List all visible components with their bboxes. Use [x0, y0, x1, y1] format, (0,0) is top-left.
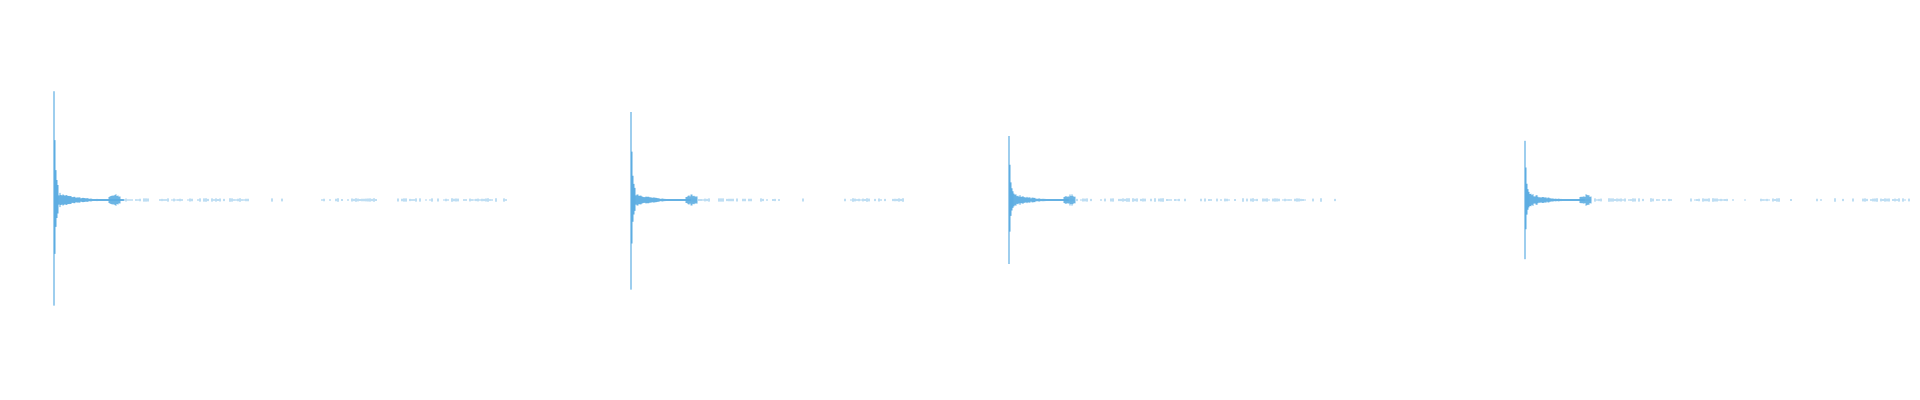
waveform-clip-4[interactable]: [1524, 140, 1910, 260]
waveform-clip-3[interactable]: [1008, 136, 1336, 264]
waveform-clip-2[interactable]: [630, 112, 904, 290]
waveform-clip-1[interactable]: [53, 91, 507, 306]
